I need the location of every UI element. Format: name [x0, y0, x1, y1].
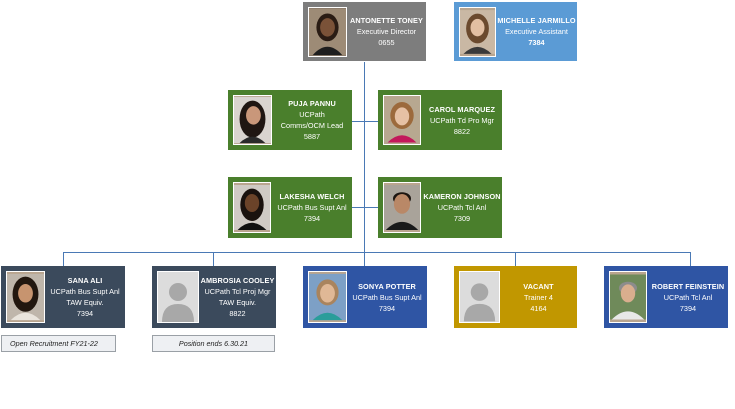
person-number: 7384: [528, 38, 545, 47]
person-title: UCPath: [299, 110, 325, 119]
placeholder-avatar: [157, 271, 199, 323]
person-number: 7394: [679, 303, 697, 313]
person-number: 7394: [378, 303, 396, 313]
placeholder-avatar: [459, 271, 500, 323]
person-number: 7394: [303, 214, 321, 223]
connector-trunk: [364, 62, 365, 252]
person-card-kameron-johnson: KAMERON JOHNSON UCPath Tcl Anl 7309: [378, 177, 502, 238]
person-title: Trainer 4: [524, 292, 553, 302]
person-name: KAMERON JOHNSON: [423, 192, 501, 201]
person-name: PUJA PANNU: [288, 99, 336, 108]
person-card-sana-ali: SANA ALI UCPath Bus Supt Anl TAW Equiv. …: [1, 266, 125, 328]
person-title: UCPath Td Pro Mgr: [430, 115, 494, 125]
person-card-puja-pannu: PUJA PANNU UCPath Comms/OCM Lead 5887: [228, 90, 352, 150]
man-gray-hair-photo: [609, 271, 647, 323]
person-number: 8822: [229, 309, 246, 318]
connector-drop-potter: [364, 252, 365, 266]
status-note-position-ends: Position ends 6.30.21: [152, 335, 275, 352]
person-card-ambrosia-cooley: AMBROSIA COOLEY UCPath Tcl Proj Mgr TAW …: [152, 266, 276, 328]
person-title-line2: TAW Equiv.: [218, 298, 257, 307]
person-name: LAKESHA WELCH: [279, 192, 345, 201]
person-title: UCPath Bus Supt Anl: [50, 287, 120, 296]
connector-drop-vacant: [515, 252, 516, 266]
person-number: 0655: [378, 38, 395, 47]
person-name: CAROL MARQUEZ: [428, 104, 496, 114]
woman-long-dark-hair-photo: [233, 95, 272, 145]
woman-dark-hair-photo: [6, 271, 45, 323]
note-text: Open Recruitment FY21-22: [10, 339, 98, 348]
person-card-lakesha-welch: LAKESHA WELCH UCPath Bus Supt Anl 7394: [228, 177, 352, 238]
person-name: MICHELLE JARMILLO: [497, 16, 576, 25]
person-title-line2: TAW Equiv.: [66, 298, 104, 307]
person-number: 7394: [76, 309, 94, 318]
woman-brown-hair-photo: [459, 7, 496, 57]
man-dark-hair-photo: [383, 182, 421, 233]
connector-bottom-bar: [63, 252, 691, 253]
connector-row1: [352, 121, 378, 122]
person-name: ANTONETTE TONEY: [350, 16, 423, 25]
connector-row2: [352, 207, 378, 208]
person-title: Executive Assistant: [505, 27, 568, 36]
person-title: UCPath Bus Supt Anl: [352, 292, 422, 302]
person-name: SONYA POTTER: [358, 281, 416, 291]
note-text: Position ends 6.30.21: [178, 339, 249, 348]
person-title: UCPath Bus Supt Anl: [277, 203, 347, 212]
person-number: 7309: [453, 214, 471, 223]
person-card-antonette-toney: ANTONETTE TONEY Executive Director 0655: [303, 2, 426, 61]
person-title: UCPath Tcl Anl: [437, 203, 487, 212]
person-title: UCPath Tcl Proj Mgr: [204, 287, 271, 296]
person-card-carol-marquez: CAROL MARQUEZ UCPath Td Pro Mgr 8822: [378, 90, 502, 150]
woman-dark-hair-photo: [233, 182, 271, 233]
woman-light-hair-photo: [308, 271, 347, 323]
person-card-sonya-potter: SONYA POTTER UCPath Bus Supt Anl 7394: [303, 266, 427, 328]
person-title: UCPath Tcl Anl: [663, 292, 713, 302]
person-name: ROBERT FEINSTEIN: [651, 281, 725, 291]
person-name: VACANT: [523, 281, 554, 291]
person-title-line2: Comms/OCM Lead: [280, 121, 344, 130]
person-title: Executive Director: [356, 27, 417, 36]
person-card-vacant: VACANT Trainer 4 4164: [454, 266, 577, 328]
person-card-robert-feinstein: ROBERT FEINSTEIN UCPath Tcl Anl 7394: [604, 266, 728, 328]
person-card-michelle-jarmillo: MICHELLE JARMILLO Executive Assistant 73…: [454, 2, 577, 61]
connector-drop-ali: [63, 252, 64, 266]
woman-blonde-hair-photo: [383, 95, 421, 145]
connector-drop-feinstein: [690, 252, 691, 266]
status-note-open-recruitment: Open Recruitment FY21-22: [1, 335, 116, 352]
connector-drop-cooley: [213, 252, 214, 266]
person-name: AMBROSIA COOLEY: [200, 276, 275, 285]
person-number: 4164: [530, 303, 547, 313]
woman-dark-hair-photo: [308, 7, 347, 57]
person-number: 8822: [453, 126, 471, 136]
person-number: 5887: [303, 132, 321, 141]
person-name: SANA ALI: [67, 276, 103, 285]
